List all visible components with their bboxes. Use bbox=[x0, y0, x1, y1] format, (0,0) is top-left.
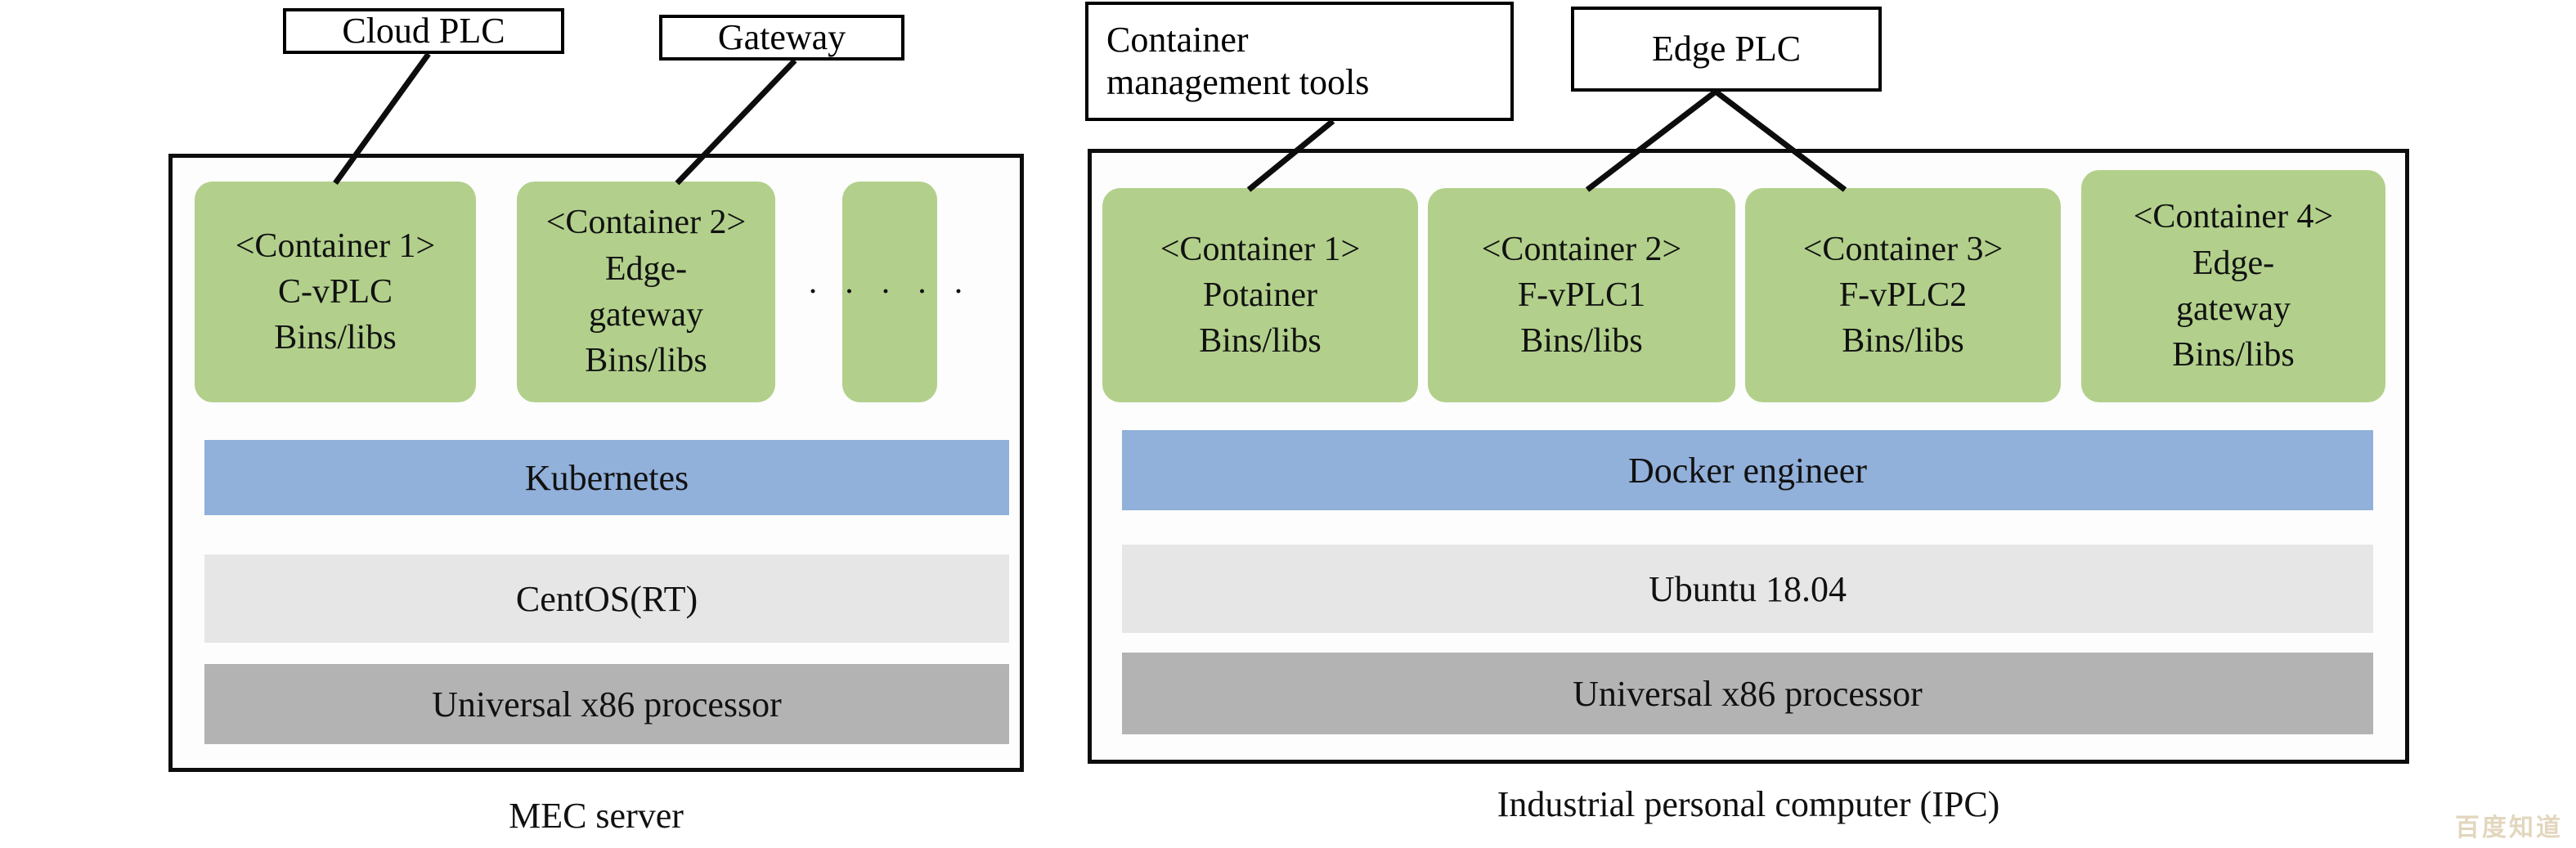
layer-bar-right-os: Ubuntu 18.04 bbox=[1122, 545, 2373, 633]
callout-container-management-tools-line-2: management tools bbox=[1106, 62, 1370, 102]
callout-edge-plc-label: Edge PLC bbox=[1651, 29, 1802, 70]
caption-industrial-pc-label: Industrial personal computer (IPC) bbox=[1497, 784, 2000, 824]
layer-bar-right-runtime-label: Docker engineer bbox=[1628, 450, 1867, 491]
container-left-2-header: <Container 2> bbox=[545, 204, 747, 242]
container-box-right-2: <Container 2> F-vPLC1 Bins/libs bbox=[1428, 188, 1735, 402]
container-box-right-3: <Container 3> F-vPLC2 Bins/libs bbox=[1745, 188, 2061, 402]
callout-gateway-label: Gateway bbox=[717, 17, 846, 58]
layer-bar-left-os: CentOS(RT) bbox=[204, 554, 1009, 643]
callout-container-management-tools-line-1: Container bbox=[1106, 20, 1249, 61]
container-box-left-more: · · · · · bbox=[807, 182, 964, 402]
container-left-2-line-2: gateway bbox=[589, 296, 703, 334]
container-right-2-line-2: Bins/libs bbox=[1520, 322, 1643, 361]
container-right-2-header: <Container 2> bbox=[1481, 230, 1682, 268]
callout-edge-plc: Edge PLC bbox=[1571, 7, 1882, 92]
layer-bar-left-runtime-label: Kubernetes bbox=[524, 457, 689, 498]
container-right-1-header: <Container 1> bbox=[1160, 230, 1361, 268]
layer-bar-right-os-label: Ubuntu 18.04 bbox=[1649, 568, 1847, 609]
layer-bar-left-hardware: Universal x86 processor bbox=[204, 664, 1009, 744]
layer-bar-left-runtime: Kubernetes bbox=[204, 440, 1009, 515]
container-right-2-line-1: F-vPLC1 bbox=[1517, 276, 1646, 314]
layer-bar-right-hardware-label: Universal x86 processor bbox=[1573, 673, 1923, 714]
layer-bar-right-hardware: Universal x86 processor bbox=[1122, 653, 2373, 734]
callout-container-management-tools: Container management tools bbox=[1085, 2, 1514, 121]
container-box-left-2: <Container 2> Edge- gateway Bins/libs bbox=[517, 182, 775, 402]
container-right-3-line-2: Bins/libs bbox=[1842, 322, 1964, 361]
container-box-right-4: <Container 4> Edge- gateway Bins/libs bbox=[2081, 170, 2385, 402]
container-right-1-line-2: Bins/libs bbox=[1199, 322, 1322, 361]
container-right-4-header: <Container 4> bbox=[2133, 198, 2334, 236]
container-left-1-header: <Container 1> bbox=[235, 227, 436, 265]
callout-cloud-plc-label: Cloud PLC bbox=[342, 11, 505, 52]
layer-bar-left-os-label: CentOS(RT) bbox=[515, 578, 698, 619]
callout-gateway: Gateway bbox=[659, 15, 904, 61]
container-right-4-line-2: gateway bbox=[2176, 290, 2291, 328]
container-left-1-line-1: C-vPLC bbox=[277, 272, 393, 311]
container-right-1-line-1: Potainer bbox=[1203, 276, 1317, 314]
container-left-more-ellipsis: · · · · · bbox=[807, 272, 972, 311]
caption-industrial-pc: Industrial personal computer (IPC) bbox=[1088, 783, 2409, 825]
container-left-2-line-1: Edge- bbox=[604, 249, 688, 288]
container-right-3-header: <Container 3> bbox=[1802, 230, 2004, 268]
container-right-4-line-3: Bins/libs bbox=[2172, 336, 2295, 375]
container-box-right-1: <Container 1> Potainer Bins/libs bbox=[1102, 188, 1418, 402]
container-right-3-line-1: F-vPLC2 bbox=[1838, 276, 1968, 314]
layer-bar-left-hardware-label: Universal x86 processor bbox=[432, 684, 782, 725]
container-left-1-line-2: Bins/libs bbox=[274, 319, 397, 357]
container-box-left-1: <Container 1> C-vPLC Bins/libs bbox=[195, 182, 476, 402]
layer-bar-right-runtime: Docker engineer bbox=[1122, 430, 2373, 510]
container-right-4-line-1: Edge- bbox=[2192, 244, 2275, 282]
callout-cloud-plc: Cloud PLC bbox=[283, 8, 564, 54]
caption-mec-server-label: MEC server bbox=[509, 796, 684, 836]
container-left-2-line-3: Bins/libs bbox=[585, 342, 707, 380]
watermark-baidu-zhidao: 百度知道 bbox=[2455, 814, 2563, 842]
caption-mec-server: MEC server bbox=[168, 795, 1024, 837]
